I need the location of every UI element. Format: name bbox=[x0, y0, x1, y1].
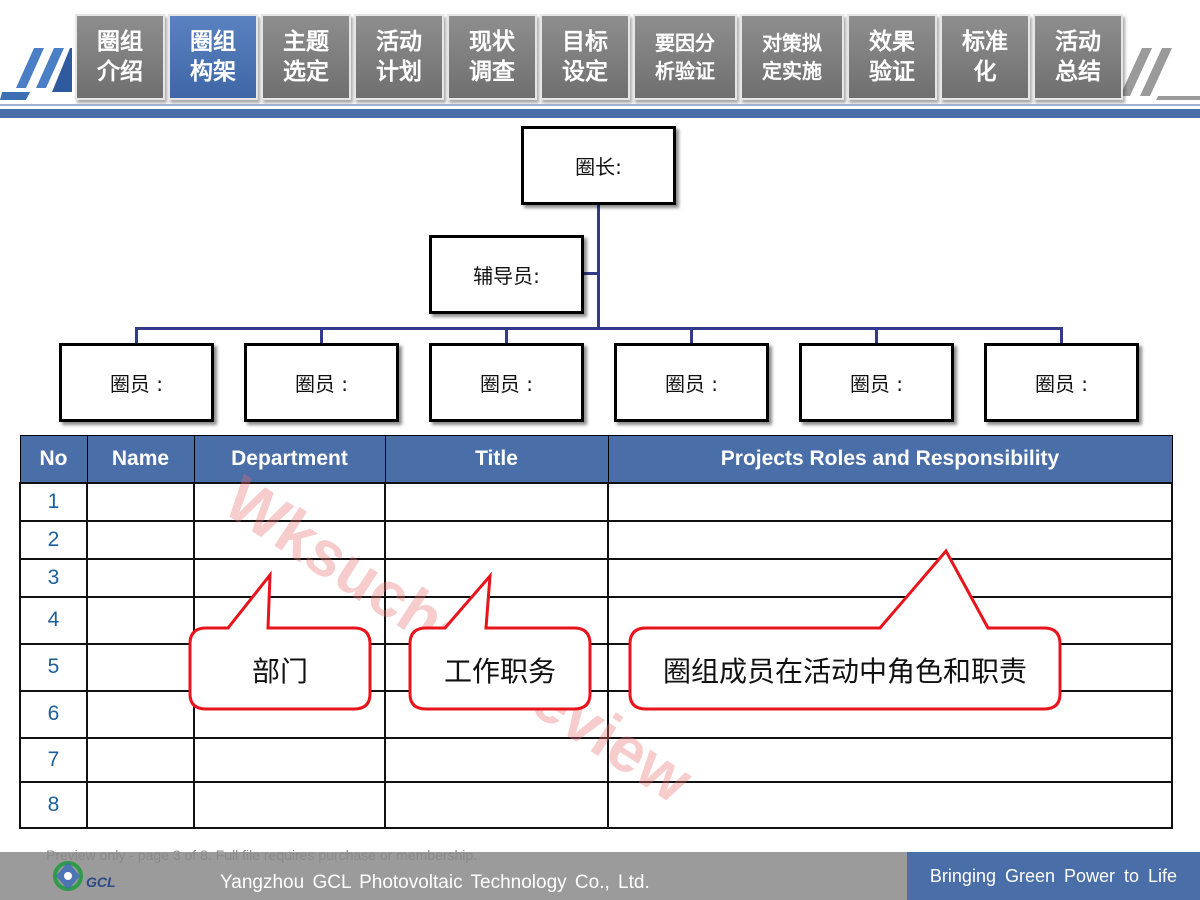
cell-responsibility[interactable] bbox=[607, 736, 1173, 783]
table-row: 3 bbox=[19, 557, 1173, 598]
cell-no: 4 bbox=[19, 595, 88, 645]
slash-logo-right-icon bbox=[1120, 48, 1200, 100]
header-rule-thin bbox=[0, 104, 1200, 106]
slogan-panel: Bringing Green Power to Life bbox=[907, 852, 1200, 900]
cell-title[interactable] bbox=[384, 519, 609, 560]
cell-department[interactable] bbox=[193, 689, 386, 739]
col-header-title: Title bbox=[384, 435, 609, 483]
tab-section-7[interactable]: 要因分 析验证 bbox=[633, 14, 737, 100]
cell-title[interactable] bbox=[384, 689, 609, 739]
org-advisor-box: 辅导员: bbox=[429, 235, 584, 314]
org-member-box: 圈员 : bbox=[429, 343, 584, 422]
org-member-box: 圈员 : bbox=[799, 343, 954, 422]
cell-no: 3 bbox=[19, 557, 88, 598]
slogan-text: Bringing Green Power to Life bbox=[929, 865, 1178, 886]
cell-department[interactable] bbox=[193, 519, 386, 560]
header-rule bbox=[0, 109, 1200, 118]
gcl-logo-icon bbox=[53, 861, 83, 891]
cell-department[interactable] bbox=[193, 780, 386, 829]
col-header-responsibility: Projects Roles and Responsibility bbox=[607, 435, 1173, 483]
cell-department[interactable] bbox=[193, 557, 386, 598]
tab-section-6[interactable]: 目标 设定 bbox=[540, 14, 630, 100]
tab-section-10[interactable]: 标准 化 bbox=[940, 14, 1030, 100]
callout-responsibility-text: 圈组成员在活动中角色和职责 bbox=[662, 655, 1027, 688]
org-member-box: 圈员 : bbox=[614, 343, 769, 422]
tab-section-1[interactable]: 圈组 介绍 bbox=[75, 14, 165, 100]
org-connector bbox=[583, 272, 599, 275]
org-connector bbox=[135, 327, 138, 345]
col-header-department: Department bbox=[193, 435, 386, 483]
callout-department-text: 部门 bbox=[251, 655, 308, 688]
cell-no: 8 bbox=[19, 780, 88, 829]
cell-department[interactable] bbox=[193, 481, 386, 522]
org-leader-box: 圈长: bbox=[521, 126, 676, 205]
tab-section-5[interactable]: 现状 调查 bbox=[447, 14, 537, 100]
tab-section-2[interactable]: 圈组 构架 bbox=[168, 14, 258, 100]
table-row: 7 bbox=[19, 736, 1173, 783]
tab-section-11[interactable]: 活动 总结 bbox=[1033, 14, 1123, 100]
org-connector bbox=[597, 204, 600, 328]
callout-title-text: 工作职务 bbox=[443, 655, 556, 688]
cell-no: 6 bbox=[19, 689, 88, 739]
gcl-logo-text: GCL bbox=[86, 874, 116, 890]
cell-name[interactable] bbox=[86, 689, 195, 739]
org-connector bbox=[875, 327, 878, 345]
cell-responsibility[interactable] bbox=[607, 780, 1173, 829]
cell-no: 5 bbox=[19, 642, 88, 692]
cell-responsibility[interactable] bbox=[607, 689, 1173, 739]
org-connector bbox=[320, 327, 323, 345]
cell-name[interactable] bbox=[86, 736, 195, 783]
table-row: 8 bbox=[19, 780, 1173, 829]
cell-responsibility[interactable] bbox=[607, 481, 1173, 522]
company-name: Yangzhou GCL Photovoltaic Technology Co.… bbox=[220, 872, 650, 893]
cell-title[interactable] bbox=[384, 595, 609, 645]
tab-section-4[interactable]: 活动 计划 bbox=[354, 14, 444, 100]
cell-no: 7 bbox=[19, 736, 88, 783]
cell-title[interactable] bbox=[384, 557, 609, 598]
table-row: 4 bbox=[19, 595, 1173, 645]
org-connector bbox=[135, 327, 1063, 330]
slash-logo-left-icon bbox=[0, 48, 72, 100]
cell-no: 2 bbox=[19, 519, 88, 560]
cell-responsibility[interactable] bbox=[607, 595, 1173, 645]
org-member-box: 圈员 : bbox=[984, 343, 1139, 422]
org-member-box: 圈员 : bbox=[244, 343, 399, 422]
table-row: 1 bbox=[19, 481, 1173, 522]
tab-section-8[interactable]: 对策拟 定实施 bbox=[740, 14, 844, 100]
org-member-box: 圈员 : bbox=[59, 343, 214, 422]
tab-section-3[interactable]: 主题 选定 bbox=[261, 14, 351, 100]
org-connector bbox=[690, 327, 693, 345]
org-connector bbox=[505, 327, 508, 345]
cell-name[interactable] bbox=[86, 557, 195, 598]
table-row: 6 bbox=[19, 689, 1173, 739]
cell-title[interactable] bbox=[384, 736, 609, 783]
org-connector bbox=[1060, 327, 1063, 345]
cell-title[interactable] bbox=[384, 481, 609, 522]
cell-responsibility[interactable] bbox=[607, 519, 1173, 560]
cell-title[interactable] bbox=[384, 780, 609, 829]
col-header-no: No bbox=[19, 435, 88, 483]
cell-name[interactable] bbox=[86, 780, 195, 829]
cell-department[interactable] bbox=[193, 595, 386, 645]
cell-name[interactable] bbox=[86, 481, 195, 522]
cell-name[interactable] bbox=[86, 595, 195, 645]
cell-name[interactable] bbox=[86, 642, 195, 692]
col-header-name: Name bbox=[86, 435, 195, 483]
preview-notice: Preview only - page 3 of 8. Full file re… bbox=[46, 847, 478, 863]
cell-name[interactable] bbox=[86, 519, 195, 560]
table-row: 2 bbox=[19, 519, 1173, 560]
tab-section-9[interactable]: 效果 验证 bbox=[847, 14, 937, 100]
cell-department[interactable] bbox=[193, 736, 386, 783]
cell-no: 1 bbox=[19, 481, 88, 522]
cell-responsibility[interactable] bbox=[607, 557, 1173, 598]
